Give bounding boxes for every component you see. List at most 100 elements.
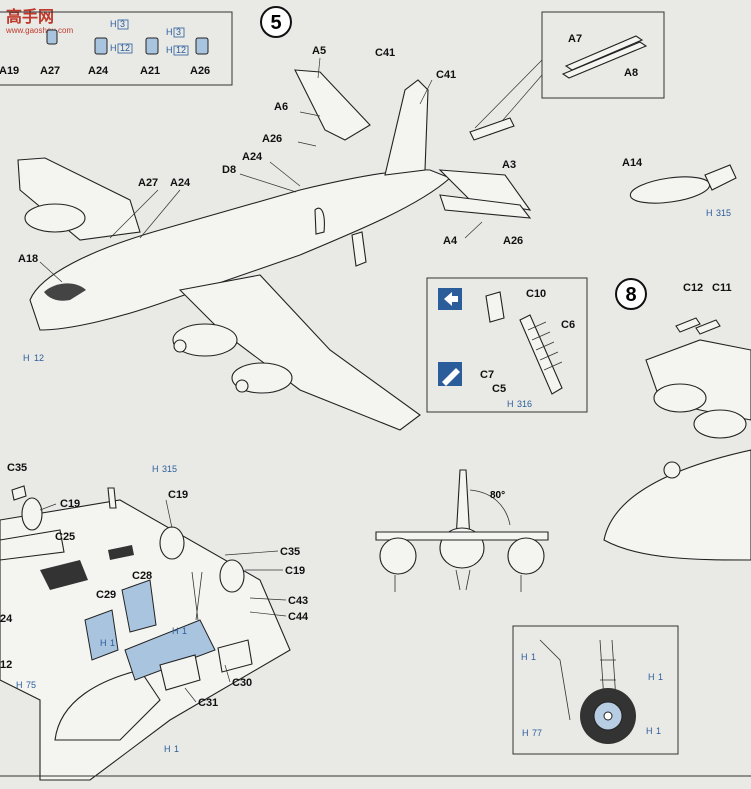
label-a21: A21 <box>140 65 160 77</box>
label-c19-right: C19 <box>285 565 305 577</box>
legend-frame <box>0 11 233 86</box>
aircraft-front-view <box>375 469 549 592</box>
label-24: 24 <box>0 613 13 625</box>
hcode-h12: 12 <box>34 353 44 363</box>
label-a27-lower: A27 <box>138 177 158 189</box>
label-a18: A18 <box>18 253 38 265</box>
label-a19: A19 <box>0 65 19 77</box>
label-d8: D8 <box>222 164 236 176</box>
hcode-h1b: 1 <box>182 626 187 636</box>
svg-text:8: 8 <box>625 284 636 306</box>
hcode-h1e: 1 <box>656 726 661 736</box>
svg-text:3: 3 <box>120 19 125 29</box>
label-a8: A8 <box>624 67 638 79</box>
label-c43: C43 <box>288 595 308 607</box>
hcode-h77: 77 <box>532 728 542 738</box>
label-a5: A5 <box>312 45 326 57</box>
svg-text:1: 1 <box>658 672 663 682</box>
svg-text:12: 12 <box>120 43 130 53</box>
label-a26-upper: A26 <box>262 133 282 145</box>
svg-text:H: H <box>507 399 514 409</box>
detail-ladder <box>426 277 588 413</box>
svg-text:H: H <box>522 728 529 738</box>
label-c35-right: C35 <box>280 546 300 558</box>
svg-text:H: H <box>646 726 653 736</box>
svg-text:H: H <box>166 45 173 55</box>
step-5-marker: 5 <box>260 6 292 38</box>
site-url: www.gaoshou.com <box>5 26 73 35</box>
part-a26-icon <box>195 37 209 55</box>
main-gear-drawing <box>539 639 636 744</box>
part-a21-icon <box>145 37 159 55</box>
svg-text:H: H <box>23 353 30 363</box>
label-c6: C6 <box>561 319 575 331</box>
label-c30: C30 <box>232 677 252 689</box>
label-c10: C10 <box>526 288 546 300</box>
ladder-drawing <box>438 288 563 395</box>
svg-text:H: H <box>172 626 179 636</box>
svg-text:H: H <box>110 43 117 53</box>
detail-a7-a8 <box>541 11 665 99</box>
hcode-h1d: 1 <box>531 652 536 662</box>
label-c12: C12 <box>683 282 703 294</box>
label-a4: A4 <box>443 235 458 247</box>
hcode-h75: 75 <box>26 680 36 690</box>
label-c35-left: C35 <box>7 462 27 474</box>
svg-text:H: H <box>164 744 171 754</box>
label-c7: C7 <box>480 369 494 381</box>
hcode-h316: 316 <box>517 399 532 409</box>
svg-text:12: 12 <box>176 45 186 55</box>
hcode-h315: 315 <box>716 208 731 218</box>
label-a24-upper: A24 <box>242 151 263 163</box>
svg-text:H: H <box>100 638 107 648</box>
detail-main-gear <box>512 625 679 755</box>
label-a6: A6 <box>274 101 288 113</box>
legend-parts <box>46 19 209 56</box>
site-name: 高手网 <box>6 7 54 26</box>
svg-text:H: H <box>16 680 23 690</box>
label-a7: A7 <box>568 33 582 45</box>
label-a24-lower: A24 <box>170 177 191 189</box>
label-a26-lower: A26 <box>503 235 523 247</box>
svg-text:H: H <box>110 19 117 29</box>
part-a14-drawing <box>629 164 737 204</box>
label-12: 12 <box>0 659 12 671</box>
label-c25: C25 <box>55 531 75 543</box>
label-c28: C28 <box>132 570 152 582</box>
angle-label: 80° <box>490 490 505 501</box>
part-a7-a8-drawing <box>561 35 648 79</box>
label-c11: C11 <box>712 282 732 294</box>
label-c44: C44 <box>288 611 309 623</box>
label-a24: A24 <box>88 65 109 77</box>
svg-text:H: H <box>166 27 173 37</box>
hcode-h1a: 1 <box>110 638 115 648</box>
hcode-h1c: 1 <box>174 744 179 754</box>
label-a27: A27 <box>40 65 60 77</box>
svg-text:H: H <box>521 652 528 662</box>
label-c41-top: C41 <box>375 47 395 59</box>
svg-text:H: H <box>152 464 159 474</box>
label-c19-center: C19 <box>168 489 188 501</box>
part-a24-icon <box>94 37 108 55</box>
label-a14: A14 <box>622 157 643 169</box>
aircraft-main <box>17 69 532 431</box>
aircraft-step8 <box>603 317 751 561</box>
label-c5: C5 <box>492 383 506 395</box>
label-c31: C31 <box>198 697 218 709</box>
hcode-h315b: 315 <box>162 464 177 474</box>
step-8-marker: 8 <box>615 278 647 310</box>
label-c19-left: C19 <box>60 498 80 510</box>
svg-text:H: H <box>648 672 655 682</box>
part-a27-icon <box>46 29 58 45</box>
aircraft-lower-section <box>0 485 291 781</box>
label-c41-right: C41 <box>436 69 456 81</box>
label-a26: A26 <box>190 65 210 77</box>
svg-text:H: H <box>706 208 713 218</box>
svg-text:5: 5 <box>270 12 281 34</box>
label-c29: C29 <box>96 589 116 601</box>
svg-text:3: 3 <box>176 27 181 37</box>
site-logo: 高手网 www.gaoshou.com <box>5 7 73 35</box>
label-a3: A3 <box>502 159 516 171</box>
